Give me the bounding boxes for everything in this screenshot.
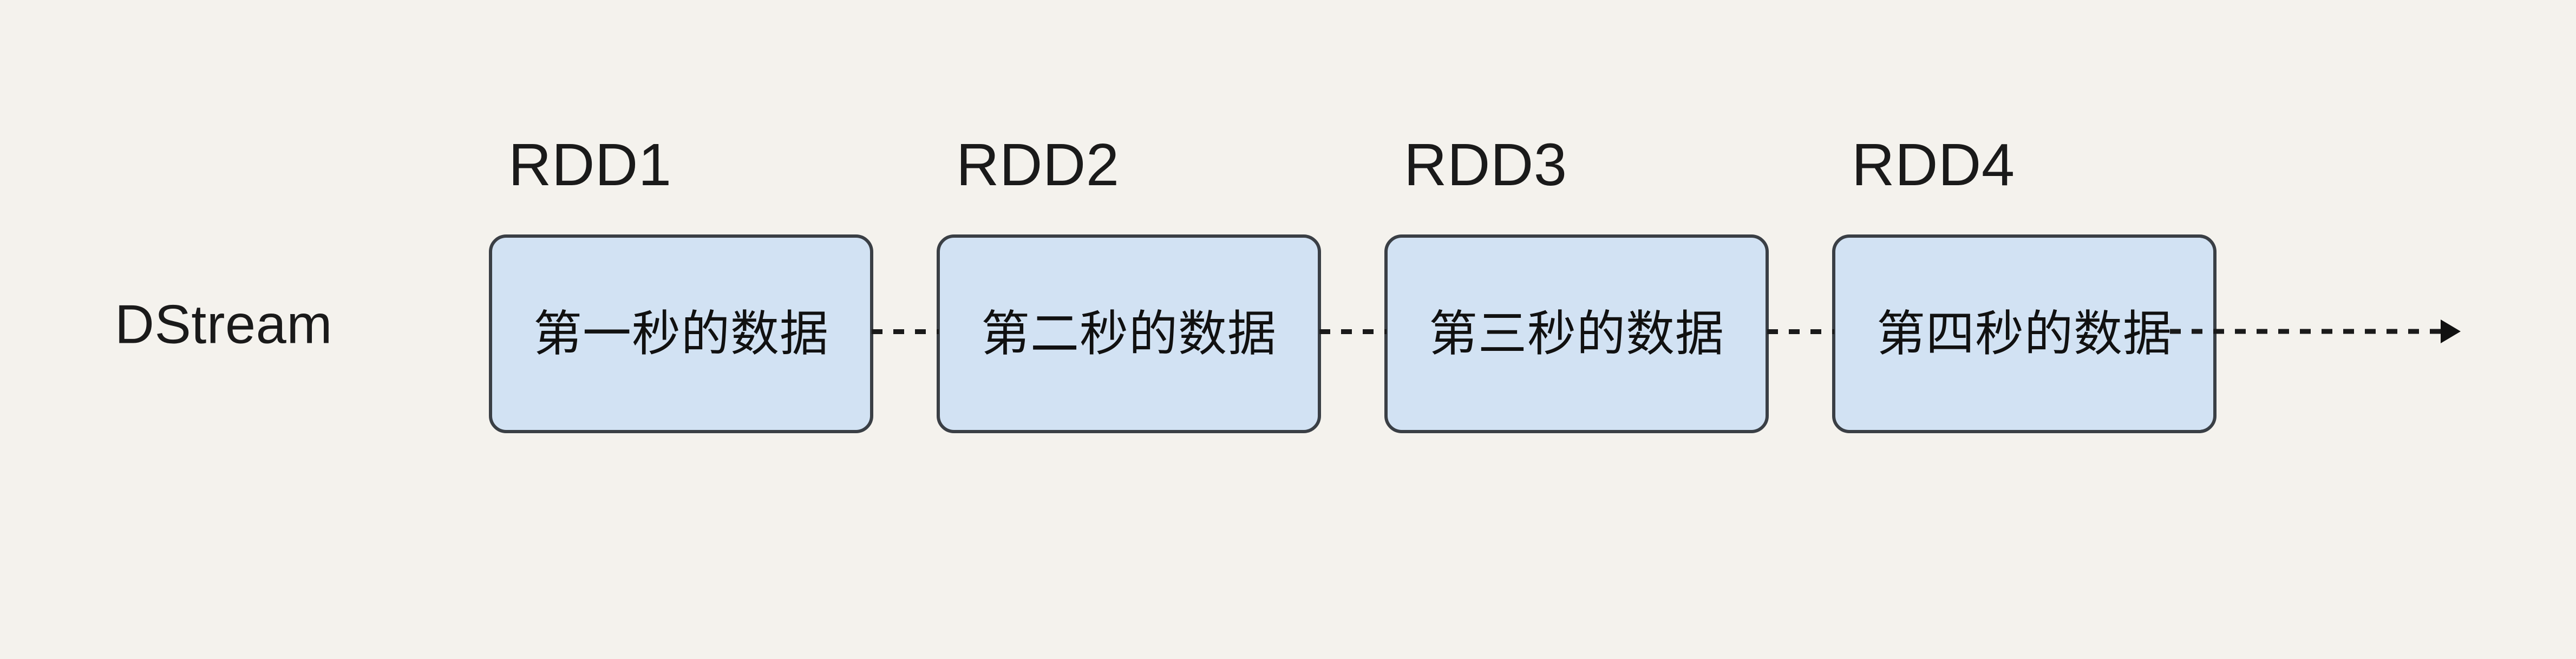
rdd-box-4[interactable]: 第四秒的数据 xyxy=(1832,234,2217,433)
rdd-title-1: RDD1 xyxy=(508,132,672,198)
rdd-box-1[interactable]: 第一秒的数据 xyxy=(489,234,873,433)
connector-rdd2-rdd3 xyxy=(1319,329,1387,334)
rdd-cell-1: RDD1 第一秒的数据 xyxy=(489,135,873,433)
rdd-cell-4: RDD4 第四秒的数据 xyxy=(1832,135,2217,433)
rdd-cell-3: RDD3 第三秒的数据 xyxy=(1384,135,1769,433)
rdd-box-label-4: 第四秒的数据 xyxy=(1877,306,2172,361)
rdd-title-4: RDD4 xyxy=(1852,132,2015,198)
rdd-box-2[interactable]: 第二秒的数据 xyxy=(937,234,1321,433)
connector-rdd1-rdd2 xyxy=(872,329,939,334)
rdd-box-label-2: 第二秒的数据 xyxy=(981,306,1277,361)
dstream-label: DStream xyxy=(115,294,332,355)
rdd-box-3[interactable]: 第三秒的数据 xyxy=(1384,234,1769,433)
rdd-title-3: RDD3 xyxy=(1404,132,1567,198)
arrowhead-icon xyxy=(2441,319,2461,343)
connector-rdd3-rdd4 xyxy=(1767,329,1834,334)
rdd-sequence: RDD1 第一秒的数据 RDD2 第二秒的数据 RDD3 第三秒的数据 RDD4… xyxy=(489,135,2465,439)
rdd-cell-2: RDD2 第二秒的数据 xyxy=(937,135,1321,433)
continuation-arrow xyxy=(2170,315,2465,348)
rdd-box-label-3: 第三秒的数据 xyxy=(1429,306,1724,361)
rdd-box-label-1: 第一秒的数据 xyxy=(533,306,829,361)
rdd-title-2: RDD2 xyxy=(956,132,1120,198)
